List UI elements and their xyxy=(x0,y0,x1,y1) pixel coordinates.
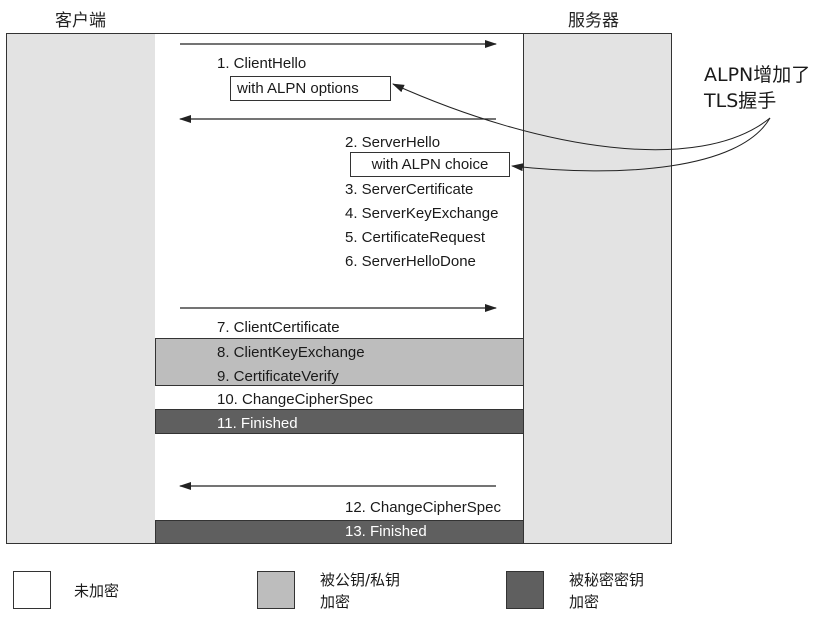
message-server-key-exchange: 4. ServerKeyExchange xyxy=(345,205,499,222)
alpn-note-line1: ALPN增加了 xyxy=(704,64,811,86)
message-client-certificate: 7. ClientCertificate xyxy=(217,319,340,336)
message-client-key-exchange: 8. ClientKeyExchange xyxy=(217,344,365,361)
alpn-note-line2: TLS握手 xyxy=(704,90,777,112)
message-finished-client: 11. Finished xyxy=(217,415,298,432)
legend-label-public-key-2: 加密 xyxy=(320,593,351,611)
legend-label-unencrypted: 未加密 xyxy=(74,582,120,600)
public-key-encrypted-band xyxy=(155,338,524,386)
message-client-hello: 1. ClientHello xyxy=(217,55,307,72)
message-finished-server: 13. Finished xyxy=(345,523,427,540)
legend-swatch-public-key xyxy=(257,571,295,609)
server-header: 服务器 xyxy=(568,11,619,31)
message-server-certificate: 3. ServerCertificate xyxy=(345,181,474,198)
message-change-cipher-spec-client: 10. ChangeCipherSpec xyxy=(217,391,373,408)
message-certificate-request: 5. CertificateRequest xyxy=(345,229,486,246)
client-column xyxy=(6,33,156,544)
legend-swatch-secret-key xyxy=(506,571,544,609)
message-server-hello-done: 6. ServerHelloDone xyxy=(345,253,476,270)
secret-key-encrypted-band-client xyxy=(155,409,524,434)
message-certificate-verify: 9. CertificateVerify xyxy=(217,368,339,385)
message-change-cipher-spec-server: 12. ChangeCipherSpec xyxy=(345,499,501,516)
alpn-choice-box: with ALPN choice xyxy=(350,152,510,177)
secret-key-encrypted-band-server xyxy=(155,520,524,544)
annotation-curve-to-options xyxy=(392,83,771,151)
legend-label-secret-key-1: 被秘密密钥 xyxy=(569,571,645,589)
message-server-hello: 2. ServerHello xyxy=(345,134,441,151)
legend-swatch-unencrypted xyxy=(13,571,51,609)
annotation-curve-to-choice xyxy=(511,117,771,172)
client-header: 客户端 xyxy=(55,11,106,31)
legend-label-secret-key-2: 加密 xyxy=(569,593,600,611)
legend-label-public-key-1: 被公钥/私钥 xyxy=(320,571,401,589)
alpn-options-box: with ALPN options xyxy=(230,76,391,101)
server-column xyxy=(523,33,672,544)
